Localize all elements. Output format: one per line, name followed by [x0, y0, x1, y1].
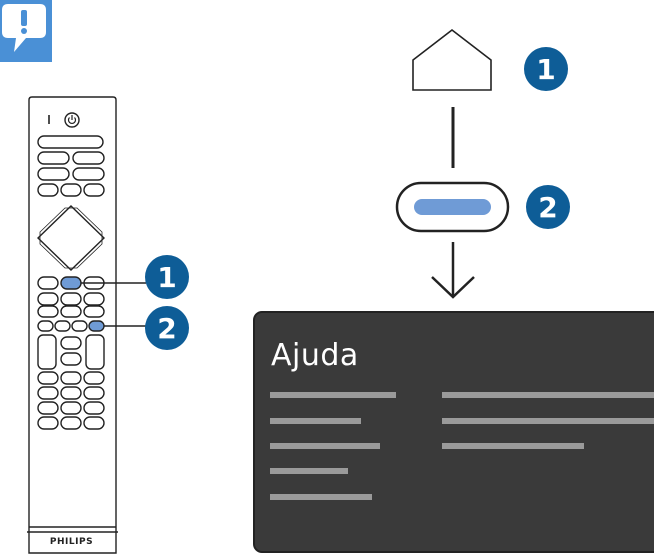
callout-badge-1	[145, 255, 189, 299]
arrow-down-icon	[431, 276, 475, 299]
tv-screen	[253, 311, 654, 553]
remote-key-outline	[395, 181, 510, 233]
flow-diagram: 1 2	[395, 28, 570, 299]
highlight-button-2	[88, 320, 105, 332]
callout-badge-home	[524, 47, 568, 91]
menu-line	[270, 468, 348, 474]
menu-line	[270, 418, 361, 424]
menu-line	[270, 443, 380, 449]
highlight-button-1	[60, 276, 82, 290]
callout-badge-2	[145, 306, 189, 350]
detail-line	[442, 392, 654, 398]
remote-control: 1 2	[27, 96, 189, 554]
menu-line	[270, 494, 372, 500]
callout-label-2: 2	[157, 312, 176, 345]
brand-label: PHILIPS	[49, 537, 94, 547]
help-chat-icon	[0, 0, 52, 62]
callout-label-home: 1	[536, 53, 555, 86]
callout-label-key: 2	[538, 191, 557, 224]
home-icon	[412, 28, 492, 91]
remote-key-highlight	[414, 199, 491, 215]
callout-badge-key	[526, 185, 570, 229]
menu-line	[270, 392, 396, 398]
detail-line	[442, 418, 654, 424]
detail-line	[442, 443, 584, 449]
tv-menu-title: Ajuda	[271, 338, 359, 373]
callout-label-1: 1	[157, 261, 176, 294]
